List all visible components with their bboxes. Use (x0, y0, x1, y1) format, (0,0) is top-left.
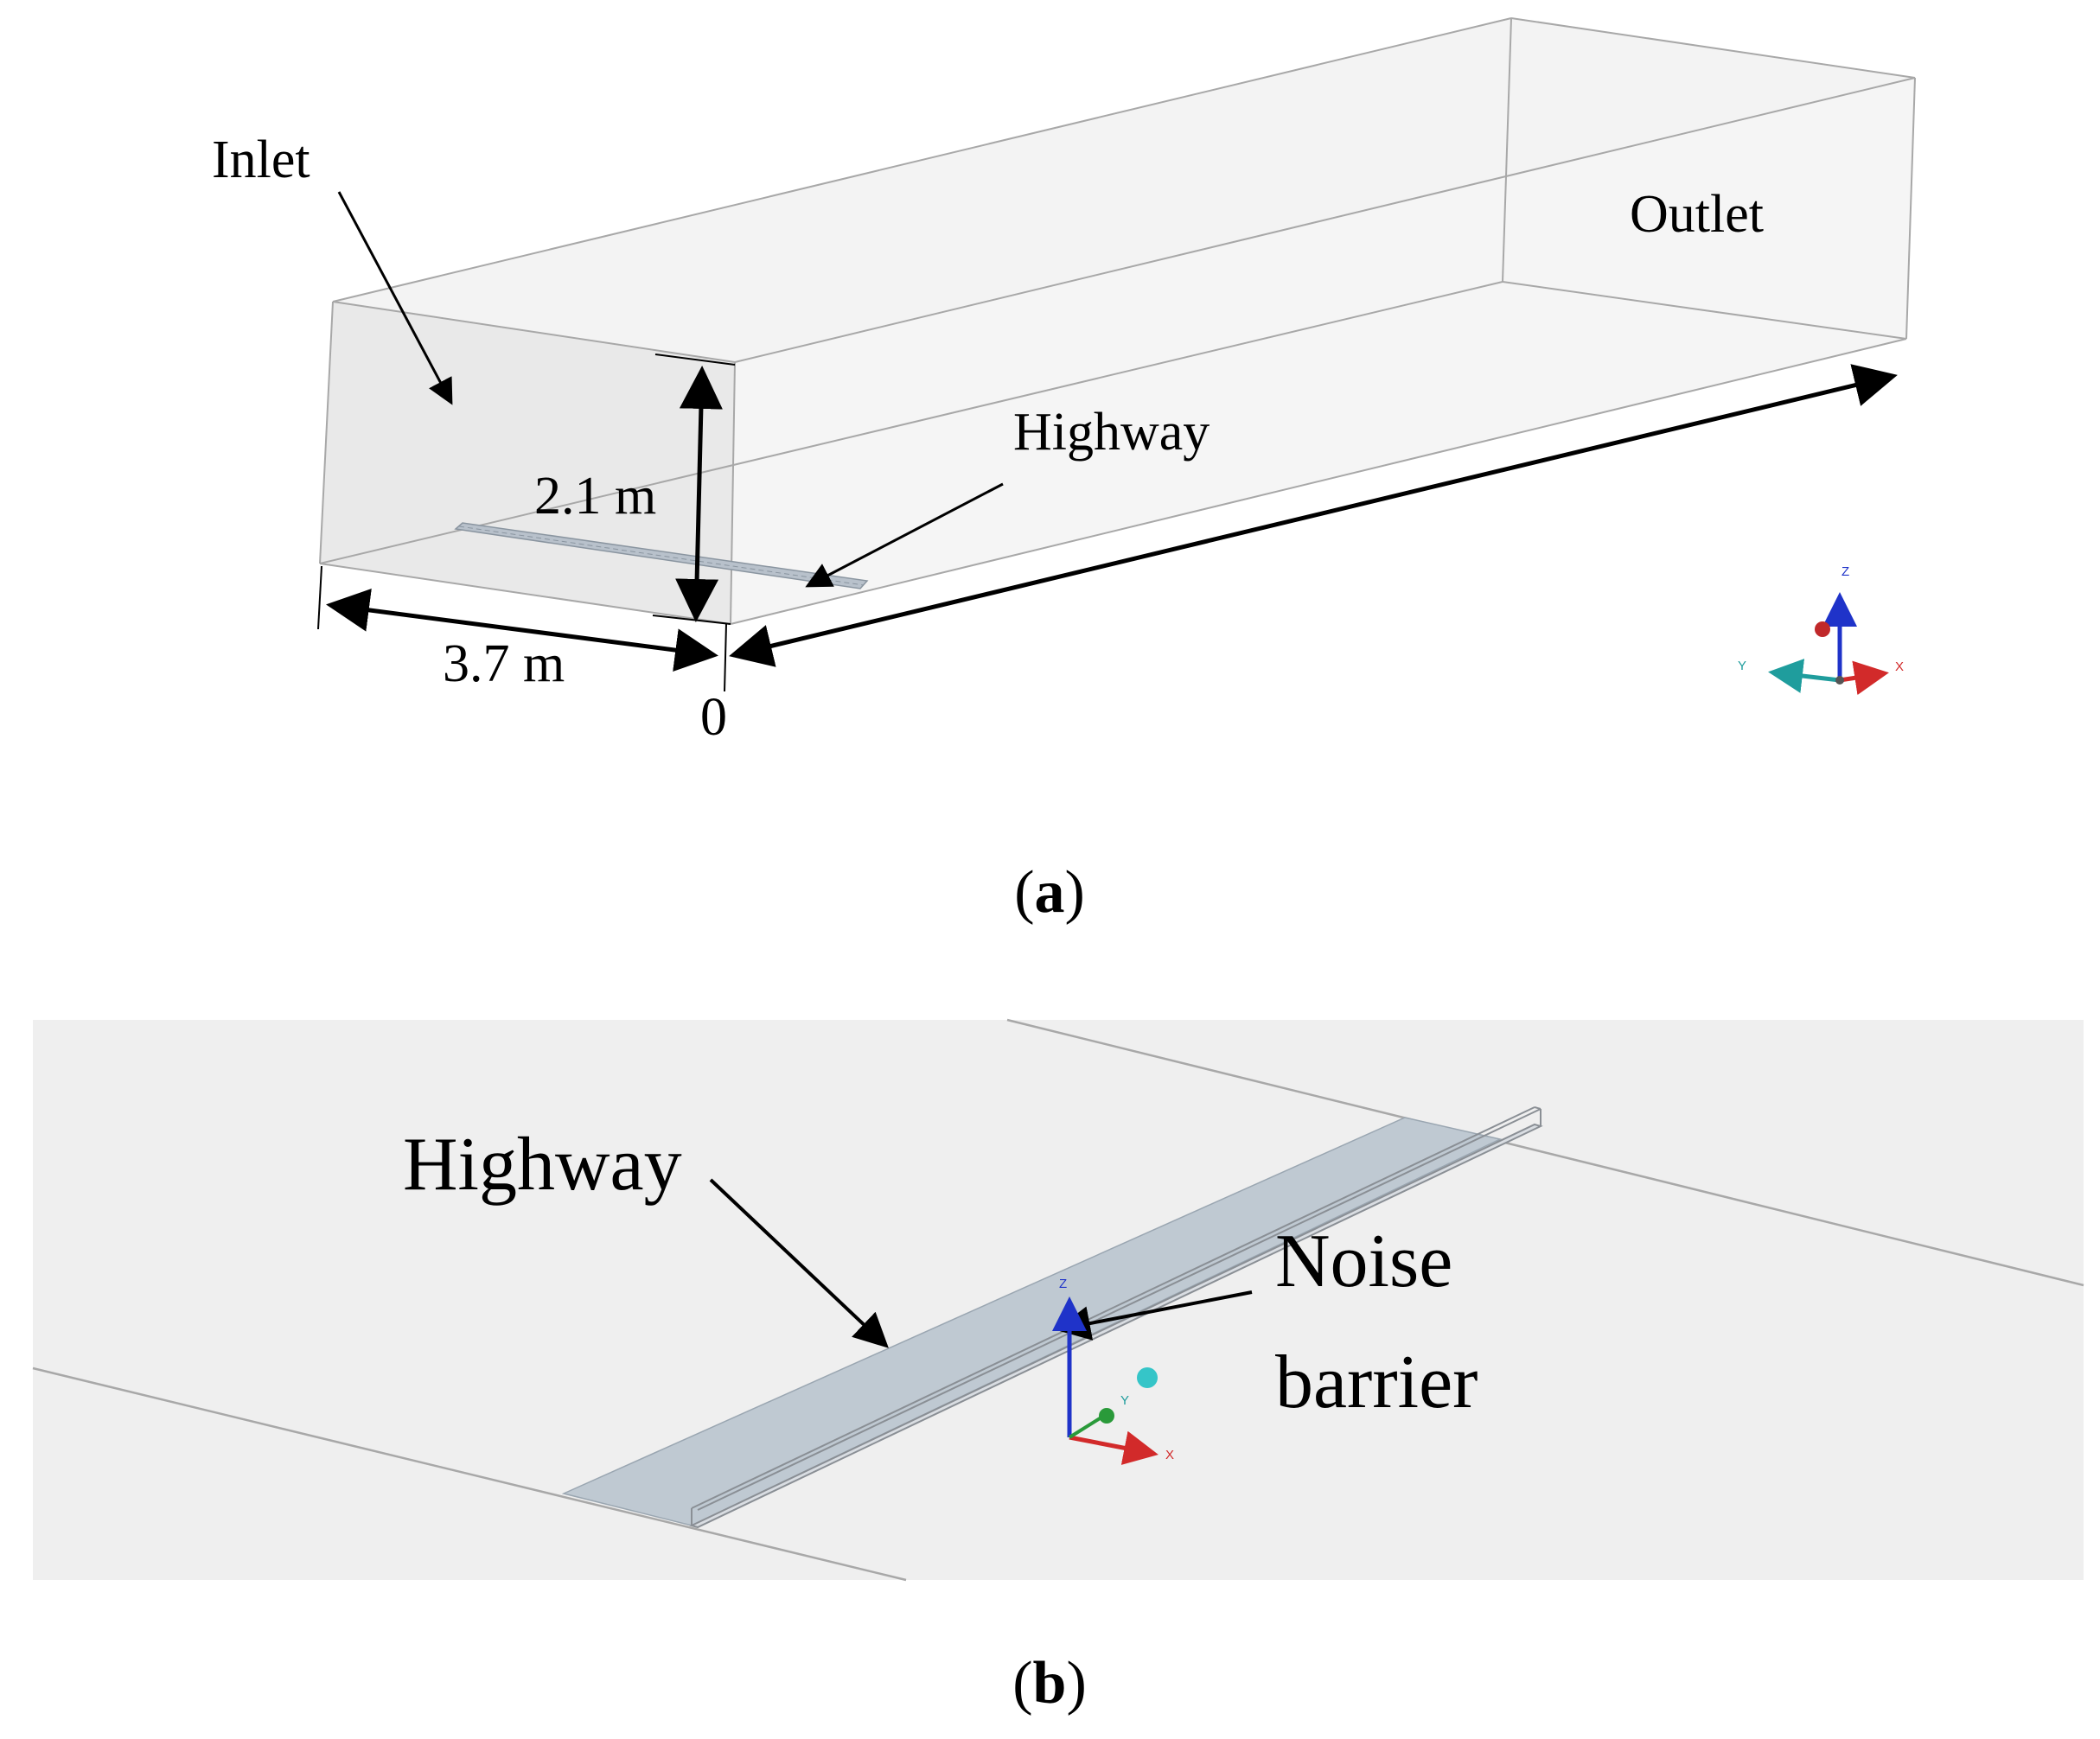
axis-z-label: Z (1841, 564, 1849, 579)
axis-x-label-b: X (1165, 1448, 1174, 1462)
height-ext-top (654, 354, 736, 366)
width-dimension-arrow (326, 589, 718, 672)
width-ext-right (724, 623, 727, 692)
axis-ball-red (1815, 621, 1830, 637)
panel-a: Inlet Outlet Highway 2.1 m 3.7 m 0 Z Y X… (212, 17, 1916, 926)
axis-ball-green (1099, 1408, 1114, 1424)
width-ext-left (317, 565, 322, 630)
domain-top-face (333, 18, 1915, 362)
axis-triad-a: Z Y X (1738, 564, 1904, 696)
origin-label: 0 (700, 688, 727, 747)
height-dimension-label: 2.1 m (534, 467, 656, 526)
width-dimension-label: 3.7 m (443, 634, 565, 693)
inlet-label: Inlet (212, 131, 310, 189)
panel-b: Highway Noise barrier Z Y X (32, 1018, 2084, 1582)
axis-x-label: X (1895, 659, 1904, 674)
noise-barrier (689, 1106, 1543, 1529)
axis-ball-cyan (1137, 1367, 1158, 1388)
noise-barrier-label-line2: barrier (1275, 1341, 1478, 1424)
highway-label: Highway (1013, 403, 1210, 462)
inlet-pointer-arrow (337, 191, 453, 405)
caption-a: (a) (1014, 859, 1085, 926)
highway-surface (561, 1117, 1503, 1526)
length-dimension-arrow (729, 364, 1898, 667)
height-dimension-arrow (675, 366, 723, 622)
axis-y-label-b: Y (1120, 1393, 1129, 1408)
domain-edges-b (32, 1018, 2084, 1582)
outlet-label: Outlet (1630, 185, 1764, 244)
axis-z-label-b: Z (1059, 1277, 1067, 1291)
highway-label-b: Highway (403, 1123, 682, 1207)
caption-b: (b) (1012, 1650, 1087, 1717)
inlet-face (320, 302, 735, 624)
axis-y-label: Y (1738, 659, 1746, 673)
barrier-pointer-arrow (1056, 1290, 1253, 1341)
highway-pointer-arrow-b (709, 1178, 889, 1348)
axis-triad-b: Z Y X (1052, 1277, 1174, 1465)
noise-barrier-label-line1: Noise (1275, 1220, 1452, 1303)
